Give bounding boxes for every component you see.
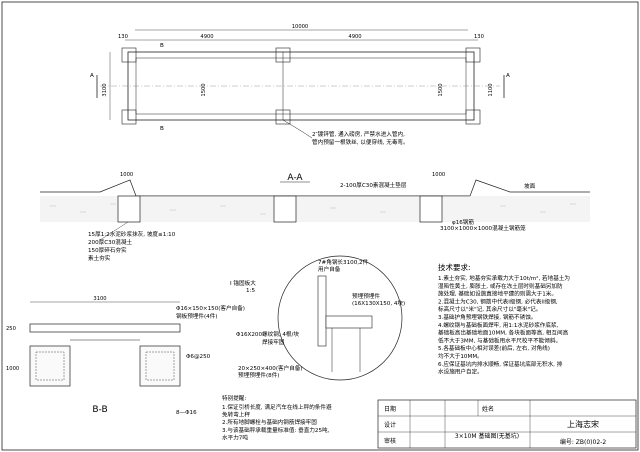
section-mark-a-right: A bbox=[506, 73, 510, 79]
detail-angle-label: 7#角钢长3100,2件 bbox=[318, 258, 369, 266]
dim-w2: 1500 bbox=[201, 83, 207, 96]
note-pipe-line1: 2″镀锌管, 通入磅房, 严禁水进入管内, bbox=[312, 130, 405, 138]
detail-view: 7#角钢长3100,2件 用户自备 I 锚固板大 1:5 预埋预埋件 (16X1… bbox=[230, 255, 405, 381]
tb-design-label: 设计 bbox=[384, 421, 396, 429]
detail-plate-label2: 预埋预埋件(8件) bbox=[238, 371, 280, 379]
cushion-label: 15厚1:2水泥砂浆抹灰, 坡度≤1:10 bbox=[88, 230, 176, 238]
tb-name-label: 姓名 bbox=[482, 405, 494, 413]
tb-number: 编号: ZB(0)02-2 bbox=[560, 438, 606, 446]
tech-requirement-line: 基础板高出基础地面10MM, 各块板面等高, 相互间高 bbox=[438, 329, 569, 337]
dim-w3: 1500 bbox=[438, 83, 444, 96]
tb-date-label: 日期 bbox=[384, 405, 396, 413]
detail-weld-label: 焊接牢固 bbox=[262, 338, 285, 346]
section-mark-a-left: A bbox=[90, 73, 94, 79]
tb-drawing-name: 3×10M 基础图(无基坑) bbox=[455, 432, 519, 440]
notes-title: 特别提醒: bbox=[222, 394, 246, 402]
dim-aa-2: 1000 bbox=[432, 172, 445, 178]
tech-requirement-line: 1.素土夯实, 地基夯实承载力大于10t/m², 若地基土为 bbox=[438, 274, 570, 282]
detail-phi-label: Φ16X200螺纹钢, 4根/块 bbox=[236, 330, 299, 338]
tech-requirement-line: 5.各基础板中心相对误差(前后, 左右, 对角线) bbox=[438, 344, 550, 352]
section-mark-b-bottom: B bbox=[160, 126, 164, 132]
rebar-label-aa: φ16钢筋 bbox=[452, 218, 474, 226]
soil-label: 素土夯实 bbox=[88, 254, 111, 262]
tech-requirement-line: 施处理, 基础如设施直接地平建的则需大于1米。 bbox=[438, 290, 557, 298]
section-aa-title: A-A bbox=[287, 173, 303, 183]
detail-steel-label: 预埋预埋件 bbox=[352, 292, 380, 300]
bb-channel-label: Φ16×150×150(客户自备) bbox=[176, 304, 245, 312]
dim-right-span: 4900 bbox=[348, 34, 361, 40]
note-item-line: 免转弯上秤 bbox=[222, 411, 250, 419]
detail-steel-label2: (16X130X150, 4块) bbox=[352, 299, 405, 307]
note-item-line: 2.所有地脚螺栓与基础内钢筋焊接牢固 bbox=[222, 418, 317, 426]
tech-requirement-line: 低不大于3MM, 与基础板用水平尺校平不能倾斜。 bbox=[438, 336, 561, 344]
detail-anchor-label: I 锚固板大 bbox=[230, 279, 256, 287]
gravel-label: 150厚碎石夯实 bbox=[88, 246, 127, 254]
c30-label: 200厚C30混凝土 bbox=[88, 238, 132, 246]
tech-requirements: 技术要求: 1.素土夯实, 地基夯实承载力大于10t/m², 若地基土为 湿陷性… bbox=[438, 262, 570, 376]
dim-left-end: 130 bbox=[118, 34, 128, 40]
dim-bb-h1: 250 bbox=[6, 326, 16, 332]
tech-requirement-line: 水设施用户自定。 bbox=[438, 368, 483, 376]
tb-company: 上海志宋 bbox=[567, 419, 599, 429]
dim-aa-1: 1000 bbox=[120, 172, 133, 178]
base-label-aa: 3100×1000×1000混凝土钢筋笼 bbox=[440, 224, 526, 232]
dim-w1: 3100 bbox=[102, 83, 108, 96]
bb-plate-label: 钢板预埋件(4件) bbox=[176, 312, 218, 320]
dim-total: 10000 bbox=[292, 24, 309, 30]
note-item-line: 3.与该基础秤承载重量标准值: 垂直力25吨, bbox=[222, 426, 330, 434]
note-item-line: 1.保证引桥长度, 满足汽车在线上秤的条件避 bbox=[222, 403, 332, 411]
tech-requirement-line: 6.应保证基坑内排水顺畅, 保证基坑底部无积水, 排 bbox=[438, 360, 563, 368]
detail-plate-label: 20×250×400(客户自备) bbox=[238, 364, 303, 372]
dim-bb-w: 3100 bbox=[93, 296, 106, 302]
dim-right-end: 130 bbox=[474, 34, 484, 40]
bb-pipe-label: Φ6@250 bbox=[186, 354, 211, 360]
plan-view: 10000 130 130 4900 4900 3100 1500 1500 1… bbox=[90, 24, 510, 146]
tech-requirement-line: 湿陷性黄土, 膨胀土, 或存在冻土层时则基础另加防 bbox=[438, 282, 563, 290]
section-bb: 3100 Φ16×150×150(客户自备) 钢板预埋件(4件) Φ6@250 … bbox=[6, 296, 245, 416]
dim-bb-h2: 1000 bbox=[6, 366, 19, 372]
title-block: 日期 姓名 设计 审核 上海志宋 3×10M 基础图(无基坑) 编号: ZB(0… bbox=[377, 399, 637, 449]
section-aa: A-A 2-100厚C30素混凝土垫层 1000 1000 坡面 φ16钢筋 3… bbox=[40, 172, 590, 262]
dim-left-span: 4900 bbox=[200, 34, 213, 40]
tech-requirement-line: 标高尺寸以"米"记, 其余尺寸以"毫米"记。 bbox=[438, 305, 541, 313]
section-mark-b-top: B bbox=[160, 43, 164, 49]
slab-label: 2-100厚C30素混凝土垫层 bbox=[340, 181, 407, 189]
tb-review-label: 审核 bbox=[384, 437, 396, 445]
section-bb-title: B-B bbox=[92, 405, 107, 415]
slope-label: 坡面 bbox=[524, 182, 536, 190]
tech-requirement-line: 3.基础护角预埋钢铁焊接, 钢筋不锈蚀。 bbox=[438, 313, 536, 321]
detail-scale-label: 1:5 bbox=[246, 288, 255, 294]
tech-requirement-line: 2.混凝土为C30, 钢筋中代表I级钢, 必代表II级钢, bbox=[438, 297, 558, 305]
tech-requirement-line: 4.螺纹钢与基础板面焊牢, 用1:1水泥砂浆作底浆, bbox=[438, 321, 559, 329]
bb-rebar-label: 8—Φ16 bbox=[176, 410, 197, 416]
tech-requirement-line: 均不大于10MM。 bbox=[438, 352, 483, 360]
tech-title: 技术要求: bbox=[438, 262, 471, 272]
notes-block: 特别提醒: 1.保证引桥长度, 满足汽车在线上秤的条件避 免转弯上秤2.所有地脚… bbox=[222, 394, 332, 441]
note-item-line: 水平力7吨 bbox=[222, 433, 248, 441]
detail-user-label: 用户自备 bbox=[318, 265, 341, 273]
dim-w4: 1100 bbox=[488, 83, 494, 96]
note-pipe-line2: 管内预留一根铁丝, 以便穿线, 无毒弯。 bbox=[312, 138, 409, 146]
